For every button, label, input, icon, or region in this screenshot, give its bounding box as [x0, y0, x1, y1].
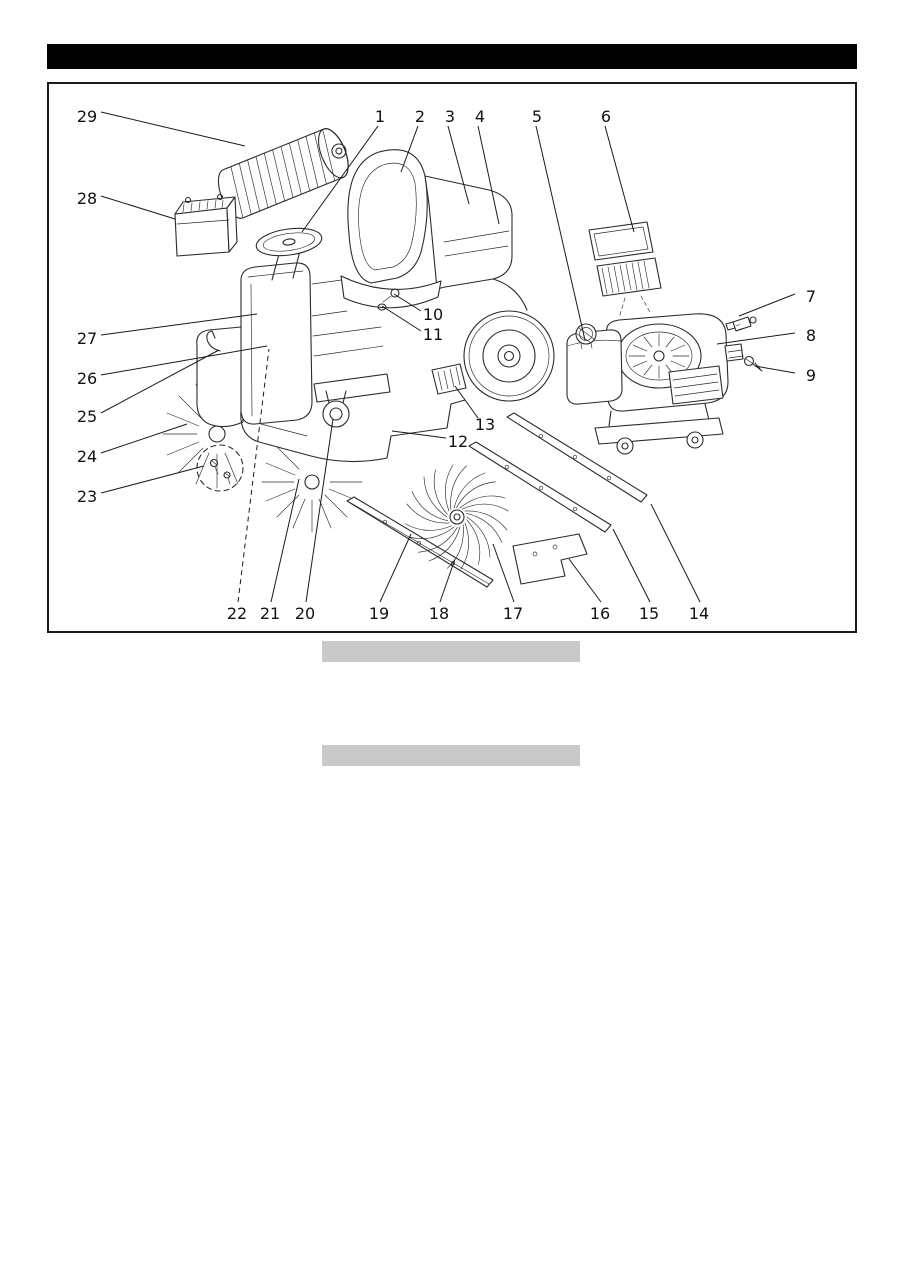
callout-4: 4	[475, 107, 485, 126]
screw	[743, 355, 763, 372]
spark-plug	[725, 316, 757, 332]
callout-12: 12	[448, 432, 468, 451]
callout-26: 26	[77, 369, 97, 388]
sealing-strip-middle	[468, 441, 612, 533]
callout-25: 25	[77, 407, 97, 426]
parts-diagram-frame: 29 1 2 3 4 5 6 7 8 9 28 27 26 25 24 23 1…	[47, 82, 857, 633]
callout-3: 3	[445, 107, 455, 126]
callout-14: 14	[689, 604, 709, 623]
engine-assembly	[566, 313, 744, 455]
callout-21: 21	[260, 604, 280, 623]
seat	[340, 149, 442, 309]
redacted-bar-1	[322, 641, 580, 662]
impeller-fan	[394, 453, 520, 581]
callout-29: 29	[77, 107, 97, 126]
knob-upper	[390, 288, 400, 298]
callout-22: 22	[227, 604, 247, 623]
callout-numbers: 29 1 2 3 4 5 6 7 8 9 28 27 26 25 24 23 1…	[77, 107, 816, 623]
callout-18: 18	[429, 604, 449, 623]
callout-23: 23	[77, 487, 97, 506]
callout-13: 13	[475, 415, 495, 434]
screw-detail-circle	[196, 444, 244, 492]
steering-wheel	[255, 227, 323, 257]
callout-2: 2	[415, 107, 425, 126]
parts-diagram-svg: 29 1 2 3 4 5 6 7 8 9 28 27 26 25 24 23 1…	[77, 107, 816, 623]
leader-lines	[100, 111, 796, 603]
callout-7: 7	[806, 287, 816, 306]
callout-19: 19	[369, 604, 389, 623]
callout-9: 9	[806, 366, 816, 385]
redacted-bar-2	[322, 745, 580, 766]
callout-17: 17	[503, 604, 523, 623]
callout-24: 24	[77, 447, 97, 466]
callout-5: 5	[532, 107, 542, 126]
side-brush-right	[261, 446, 363, 533]
leader-line-dashed-22	[237, 348, 270, 603]
battery	[174, 193, 238, 257]
sealing-strip-upper	[506, 412, 648, 503]
callout-16: 16	[590, 604, 610, 623]
lever	[206, 330, 221, 352]
callout-1: 1	[375, 107, 385, 126]
knob-lower	[377, 303, 387, 311]
callout-6: 6	[601, 107, 611, 126]
muffler	[668, 365, 724, 405]
sealing-strip-lower	[346, 496, 494, 588]
header-bar	[47, 44, 857, 69]
vent-grille	[431, 363, 467, 395]
fuel-cap	[575, 323, 597, 345]
callout-27: 27	[77, 329, 97, 348]
callout-15: 15	[639, 604, 659, 623]
air-filter	[588, 221, 662, 319]
callout-11: 11	[423, 325, 443, 344]
fuel-tank	[566, 323, 623, 405]
callout-28: 28	[77, 189, 97, 208]
callout-20: 20	[295, 604, 315, 623]
roller-brush	[217, 128, 349, 219]
bracket-plate	[512, 533, 588, 585]
caster-wheel	[322, 390, 350, 428]
callout-8: 8	[806, 326, 816, 345]
callout-10: 10	[423, 305, 443, 324]
